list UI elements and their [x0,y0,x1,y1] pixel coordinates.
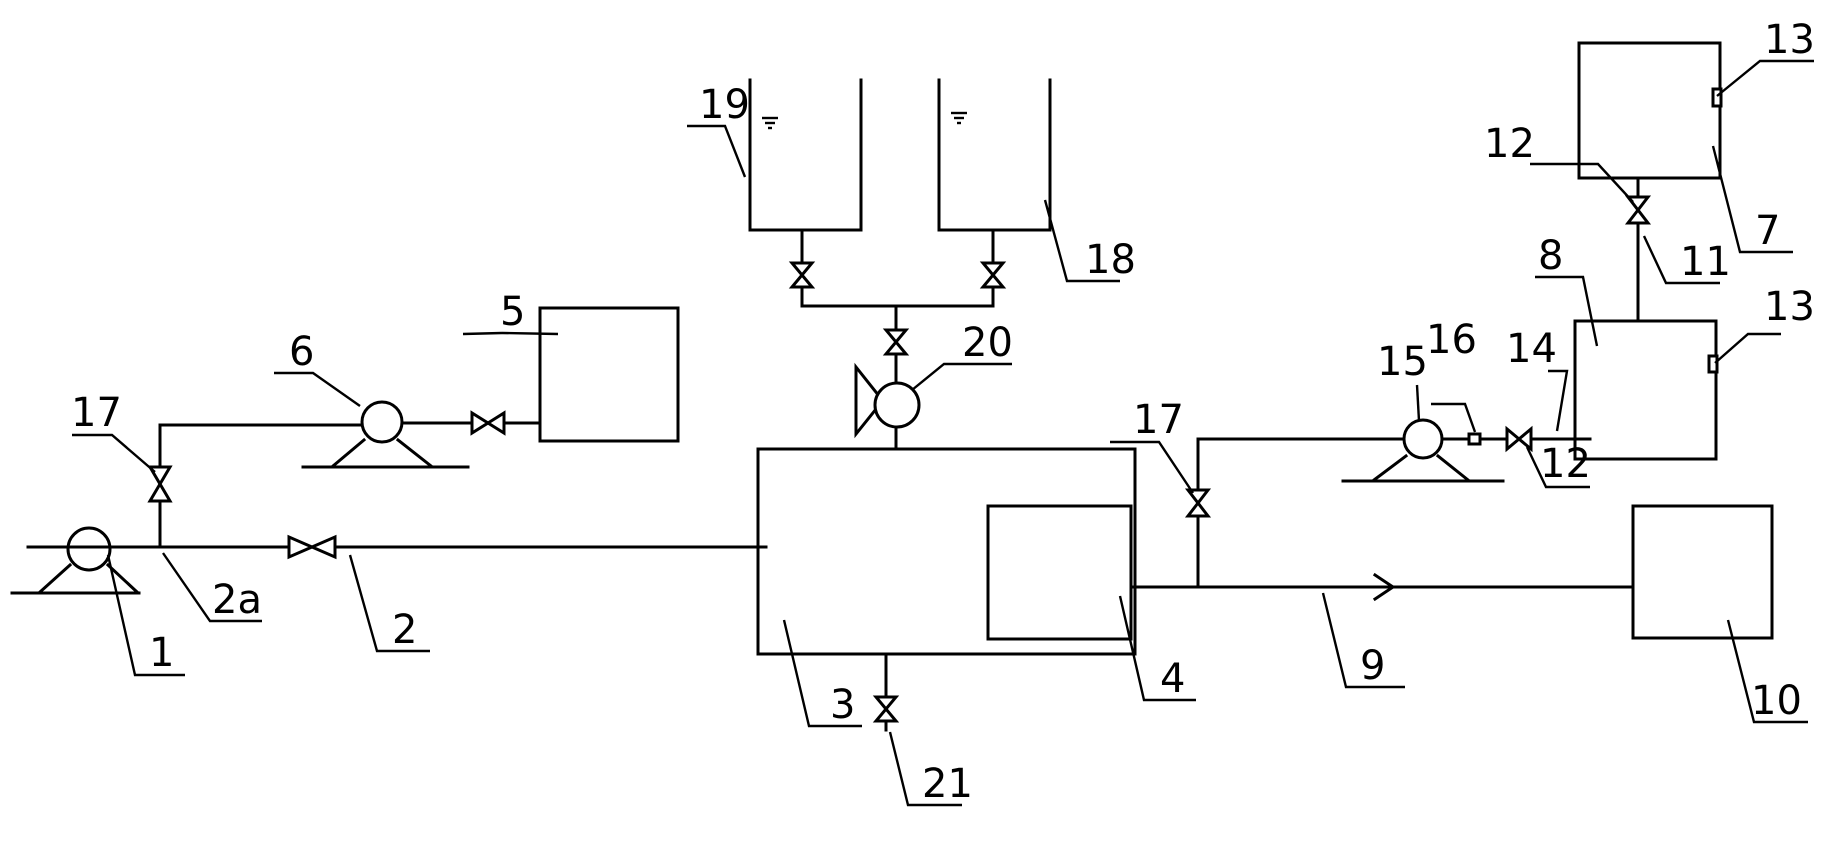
inner-box-4 [986,504,1133,641]
valve-drain [872,695,900,723]
label-12-lower: 12 [1540,441,1591,487]
tank-8 [1573,319,1718,461]
sensor-13-lower [1707,354,1719,374]
valve-tank18 [979,261,1007,289]
flow-arrow [1372,572,1396,602]
leader-lines [72,59,1814,807]
label-5: 5 [500,289,525,335]
valve-12-lower [1505,425,1533,453]
tank-7 [1577,41,1722,180]
pump-1 [10,526,141,595]
label-19: 19 [699,82,750,128]
main-tank-3 [756,447,1137,656]
label-7: 7 [1755,208,1780,254]
label-3: 3 [830,682,855,728]
tank-18 [937,78,1052,232]
label-1: 1 [149,630,174,676]
label-6: 6 [289,329,314,375]
valve-tank19 [788,261,816,289]
label-11: 11 [1680,239,1731,285]
label-14: 14 [1506,326,1557,372]
label-10: 10 [1751,678,1802,724]
label-13-lower: 13 [1764,284,1815,330]
label-4: 4 [1160,656,1185,702]
label-12-upper: 12 [1484,121,1535,167]
valve-line-2 [287,534,337,560]
label-9: 9 [1360,643,1385,689]
valve-17-right [1184,488,1212,518]
label-20: 20 [962,320,1013,366]
tank-19 [748,78,863,232]
valve-chem-main [882,328,910,356]
pump-15 [1341,418,1505,483]
label-13-upper: 13 [1764,17,1815,63]
valve-17-left [147,465,173,503]
valve-pump6-line [470,410,506,436]
label-21: 21 [922,761,973,807]
label-15: 15 [1377,339,1428,385]
tank-5 [538,306,680,443]
label-8: 8 [1538,233,1563,279]
sensor-16 [1467,432,1482,446]
sensor-13-upper [1711,87,1723,108]
label-18: 18 [1085,237,1136,283]
label-2a: 2a [212,577,262,623]
tank-10 [1631,504,1774,640]
pump-6 [301,400,470,469]
label-2: 2 [392,607,417,653]
pump-20 [854,362,921,439]
label-17-right: 17 [1133,397,1184,443]
label-16: 16 [1426,317,1477,363]
label-17-left: 17 [71,390,122,436]
